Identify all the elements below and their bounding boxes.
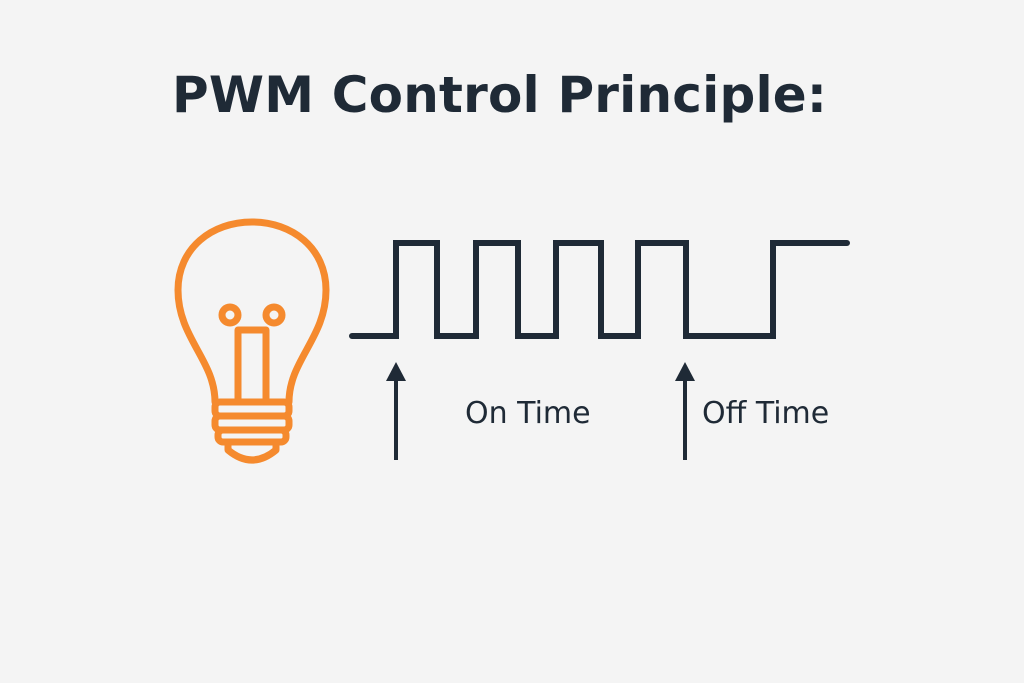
arrow-head (386, 362, 406, 381)
bulb-cap (224, 438, 280, 464)
bulb-filament-loop-left (218, 303, 242, 327)
pwm-waveform (349, 240, 850, 339)
page-title: PWM Control Principle: (172, 66, 828, 124)
bulb-filament-loop-right (262, 303, 286, 327)
off-time-arrow-icon (675, 362, 695, 460)
arrow-head (675, 362, 695, 381)
bulb-filament (234, 326, 270, 406)
on-time-arrow-icon (386, 362, 406, 460)
light-bulb-icon (174, 218, 330, 464)
off-time-label: Off Time (702, 396, 830, 431)
bulb-glass (174, 218, 330, 406)
bulb-base-ring (214, 426, 290, 446)
on-time-label: On Time (465, 396, 591, 431)
